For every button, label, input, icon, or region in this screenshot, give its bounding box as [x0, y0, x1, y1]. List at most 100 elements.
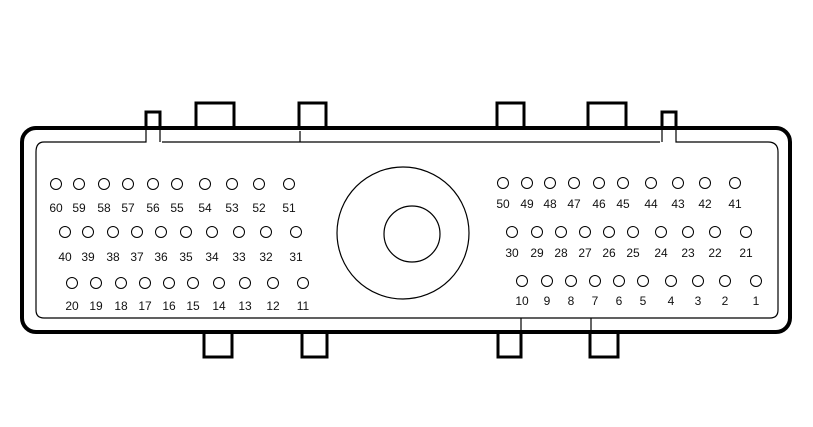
- pin-2-label: 2: [722, 294, 729, 308]
- pin-56-label: 56: [146, 201, 160, 215]
- pin-42-socket: [699, 177, 711, 189]
- pin-16-label: 16: [162, 299, 176, 313]
- pin-8-socket: [565, 275, 577, 287]
- pin-33-socket: [233, 226, 245, 238]
- pin-13-label: 13: [238, 299, 252, 313]
- pin-41-socket: [729, 177, 741, 189]
- pin-57-label: 57: [121, 201, 135, 215]
- pin-29-socket: [531, 226, 543, 238]
- pin-21-label: 21: [739, 246, 753, 260]
- pin-44-label: 44: [644, 197, 658, 211]
- pin-54-label: 54: [198, 201, 212, 215]
- pin-27-socket: [579, 226, 591, 238]
- pin-3-socket: [692, 275, 704, 287]
- pin-29-label: 29: [530, 246, 544, 260]
- pin-45-socket: [617, 177, 629, 189]
- pin-52-label: 52: [252, 201, 266, 215]
- pin-1-label: 1: [753, 294, 760, 308]
- pin-51-socket: [283, 178, 295, 190]
- pin-11-label: 11: [297, 299, 310, 313]
- pin-58-socket: [98, 178, 110, 190]
- pin-12-label: 12: [266, 299, 280, 313]
- pin-19-label: 19: [89, 299, 103, 313]
- pin-56-socket: [147, 178, 159, 190]
- pin-24-socket: [655, 226, 667, 238]
- pin-13-socket: [239, 277, 251, 289]
- pin-59-label: 59: [72, 201, 86, 215]
- pin-55-socket: [171, 178, 183, 190]
- pin-1-socket: [750, 275, 762, 287]
- bottom-tab-2: [300, 328, 329, 359]
- pin-35-socket: [180, 226, 192, 238]
- pin-34-socket: [206, 226, 218, 238]
- pin-37-label: 37: [130, 250, 144, 264]
- pin-25-socket: [627, 226, 639, 238]
- pin-38-socket: [107, 226, 119, 238]
- pin-6-socket: [613, 275, 625, 287]
- pin-30-label: 30: [505, 246, 519, 260]
- pin-22-label: 22: [708, 246, 722, 260]
- pin-25-label: 25: [626, 246, 640, 260]
- pin-48-label: 48: [543, 197, 557, 211]
- pin-50-socket: [497, 177, 509, 189]
- pin-18-label: 18: [114, 299, 128, 313]
- pin-10-label: 10: [515, 294, 529, 308]
- pin-10-socket: [516, 275, 528, 287]
- pin-46-label: 46: [592, 197, 606, 211]
- pin-18-socket: [115, 277, 127, 289]
- center-bolt-outer-ring: [336, 166, 470, 300]
- pin-26-label: 26: [602, 246, 616, 260]
- pin-59-socket: [73, 178, 85, 190]
- pin-57-socket: [122, 178, 134, 190]
- pin-26-socket: [603, 226, 615, 238]
- pin-15-socket: [187, 277, 199, 289]
- pin-20-label: 20: [65, 299, 79, 313]
- pin-21-socket: [740, 226, 752, 238]
- pin-11-socket: [297, 277, 309, 289]
- pin-42-label: 42: [698, 197, 712, 211]
- pin-44-socket: [645, 177, 657, 189]
- pin-41-label: 41: [728, 197, 742, 211]
- pin-37-socket: [131, 226, 143, 238]
- bottom-tab-4: [588, 328, 620, 359]
- pin-17-label: 17: [138, 299, 152, 313]
- pin-51-label: 51: [282, 201, 296, 215]
- pin-54-socket: [199, 178, 211, 190]
- pin-49-label: 49: [520, 197, 534, 211]
- center-bolt-inner-hole: [383, 205, 441, 263]
- pin-33-label: 33: [232, 250, 246, 264]
- pin-12-socket: [267, 277, 279, 289]
- pin-16-socket: [163, 277, 175, 289]
- pin-22-socket: [709, 226, 721, 238]
- pin-46-socket: [593, 177, 605, 189]
- pin-20-socket: [66, 277, 78, 289]
- pin-24-label: 24: [654, 246, 668, 260]
- pin-23-socket: [682, 226, 694, 238]
- pin-14-label: 14: [212, 299, 226, 313]
- pin-5-socket: [637, 275, 649, 287]
- pin-3-label: 3: [695, 294, 702, 308]
- pin-50-label: 50: [496, 197, 510, 211]
- pin-15-label: 15: [186, 299, 200, 313]
- pin-36-label: 36: [154, 250, 168, 264]
- pin-9-label: 9: [544, 294, 551, 308]
- pin-38-label: 38: [106, 250, 120, 264]
- pin-32-socket: [260, 226, 272, 238]
- pin-23-label: 23: [681, 246, 695, 260]
- pin-47-label: 47: [567, 197, 581, 211]
- pin-2-socket: [719, 275, 731, 287]
- pin-31-socket: [290, 226, 302, 238]
- bottom-tab-1: [202, 328, 234, 359]
- pin-58-label: 58: [97, 201, 111, 215]
- pin-43-socket: [672, 177, 684, 189]
- pin-8-label: 8: [568, 294, 575, 308]
- pin-9-socket: [541, 275, 553, 287]
- connector-inner-contour: [35, 128, 779, 319]
- pin-35-label: 35: [179, 250, 193, 264]
- pin-14-socket: [213, 277, 225, 289]
- pin-48-socket: [544, 177, 556, 189]
- pin-30-socket: [506, 226, 518, 238]
- pin-60-label: 60: [49, 201, 63, 215]
